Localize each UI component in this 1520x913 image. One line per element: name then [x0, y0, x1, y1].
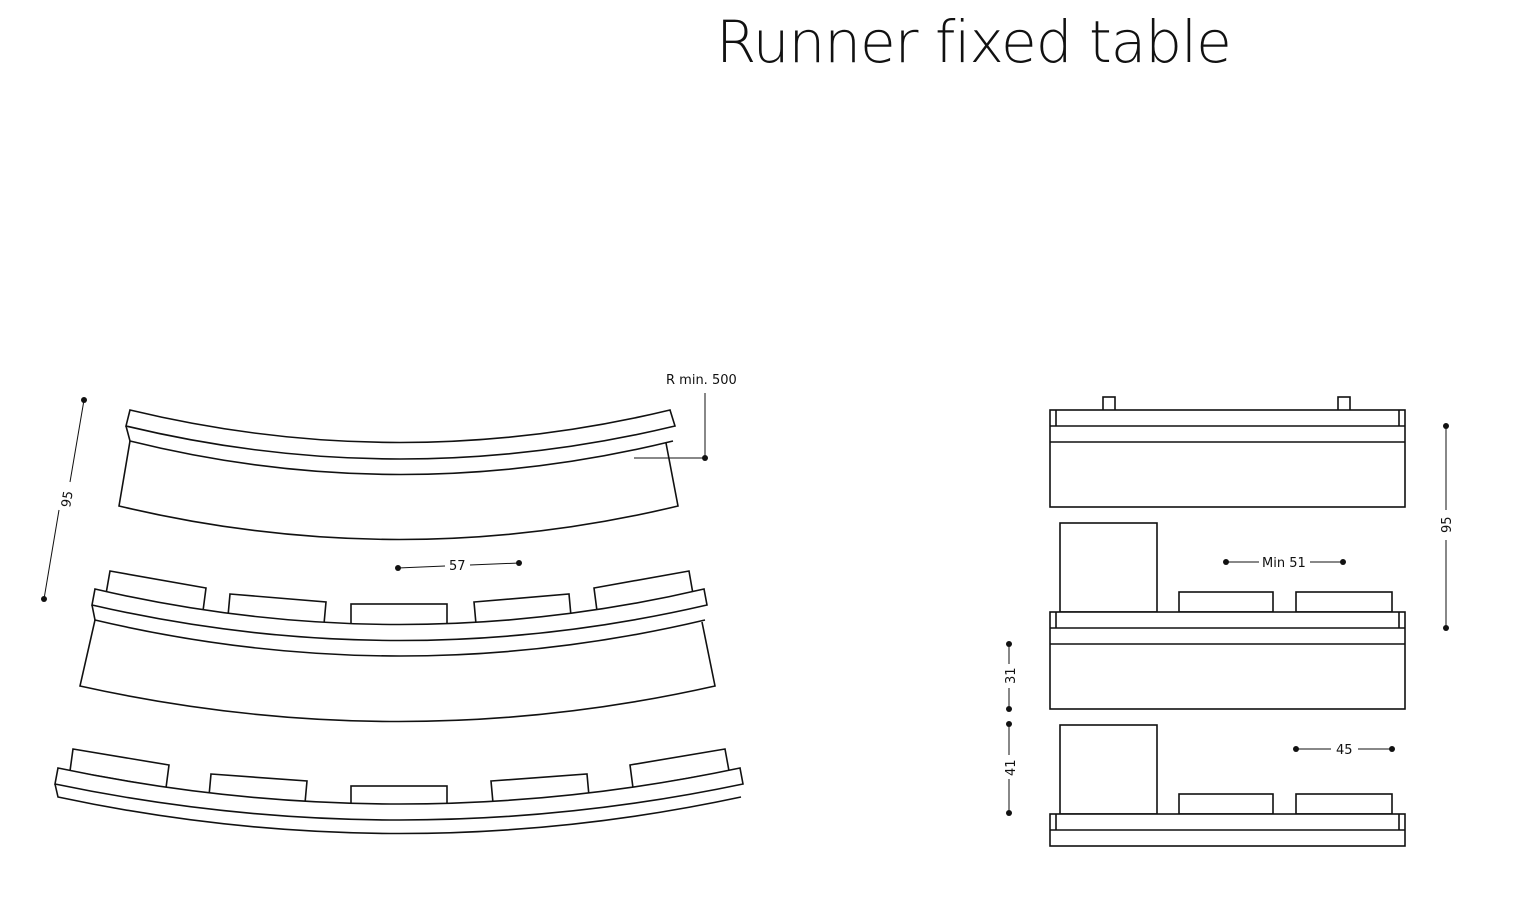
- elevation-top-table: [1049, 396, 1406, 508]
- table-height-dimension: 41: [1004, 721, 1019, 816]
- plan-top-table: [118, 409, 679, 541]
- elevation-tall-seat: [1059, 724, 1158, 815]
- seat-width-dimension: 45: [1293, 743, 1395, 758]
- min-spacing-label: Min 51: [1262, 556, 1306, 571]
- table-tab: [1337, 396, 1351, 412]
- elevation-middle-row: [1049, 522, 1406, 710]
- elevation-tall-seat: [1059, 522, 1158, 613]
- seat-spacing-dimension: 57: [395, 559, 522, 574]
- radius-label: R min. 500: [666, 373, 737, 388]
- seat-height-label: 31: [1004, 667, 1019, 684]
- elevation-bottom-row: [1049, 724, 1406, 847]
- elevation-seat: [1295, 591, 1393, 613]
- seat-height-dimension: 31: [1004, 641, 1019, 712]
- plan-seat: [350, 603, 448, 627]
- elevation-seat: [1178, 591, 1274, 613]
- elevation-view: 95 Min 51 31: [1004, 396, 1455, 847]
- elevation-height-dimension: 95: [1440, 423, 1455, 631]
- radius-dimension: R min. 500: [634, 373, 737, 461]
- elevation-height-label: 95: [1440, 516, 1455, 533]
- min-spacing-dimension: Min 51: [1223, 556, 1346, 571]
- plan-height-label: 95: [59, 490, 77, 509]
- elevation-seat: [1178, 793, 1274, 815]
- seat-width-label: 45: [1336, 743, 1353, 758]
- plan-height-dimension: 95: [41, 397, 87, 602]
- elevation-seat: [1295, 793, 1393, 815]
- plan-bottom-table: [54, 767, 744, 835]
- page-title: Runner fixed table: [716, 8, 1232, 76]
- plan-middle-table: [79, 588, 716, 723]
- table-tab: [1102, 396, 1116, 412]
- seat-spacing-label: 57: [449, 559, 466, 574]
- table-height-label: 41: [1004, 759, 1019, 776]
- plan-view: R min. 500 95 57: [41, 373, 744, 835]
